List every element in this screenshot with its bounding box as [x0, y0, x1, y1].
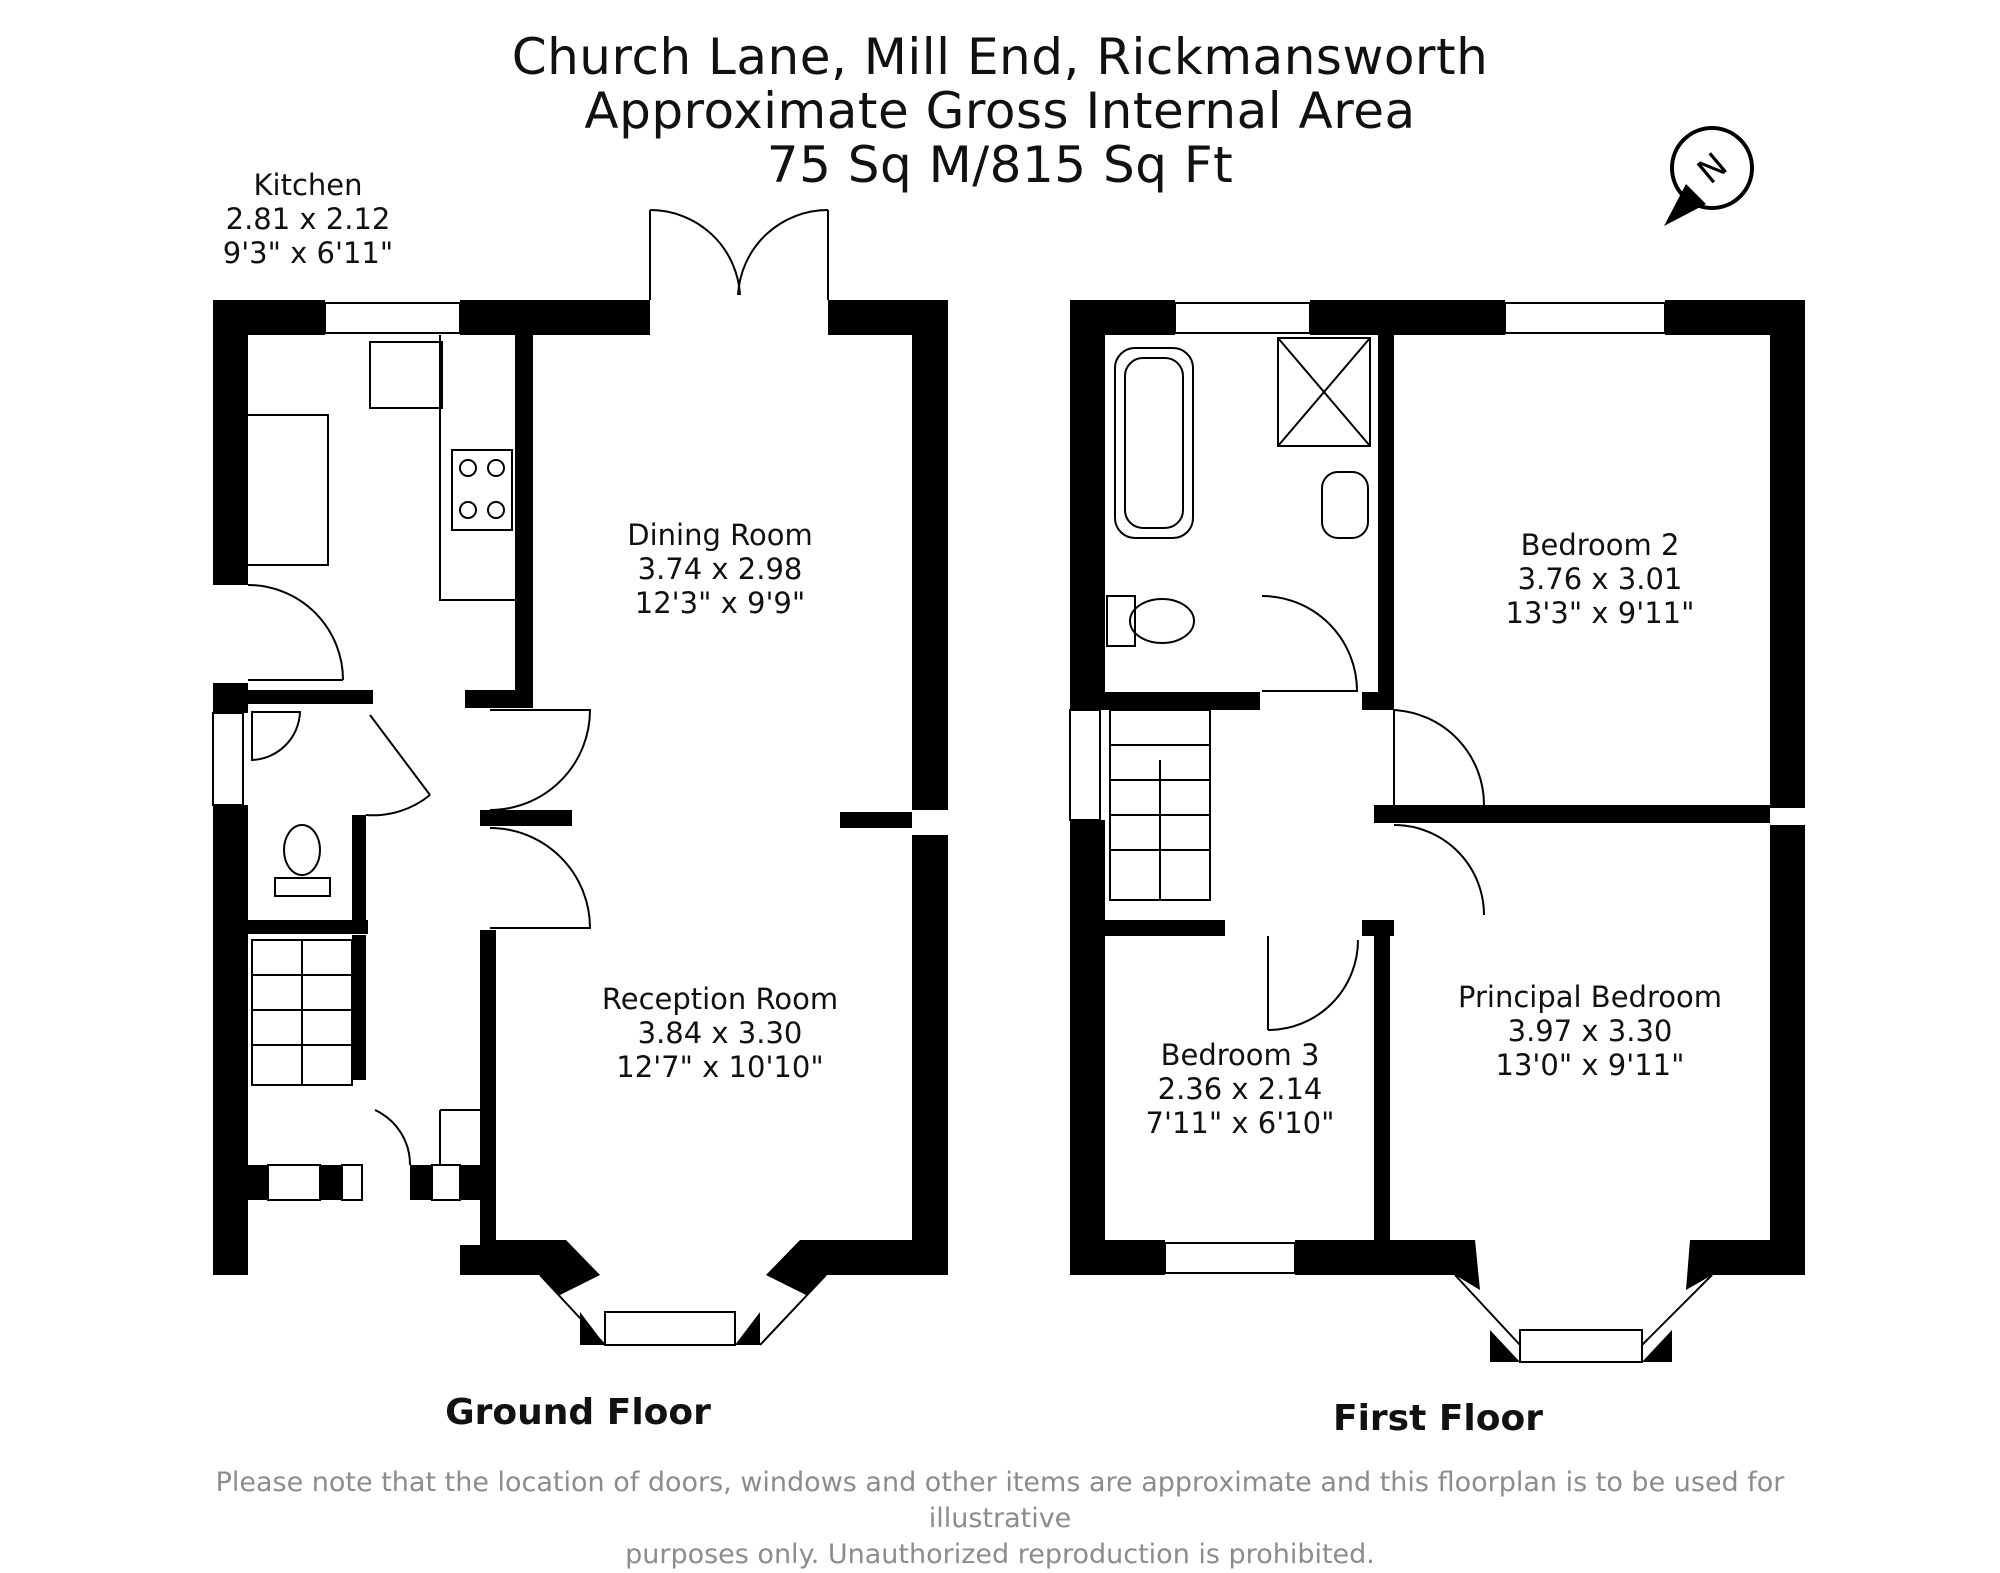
- room-name: Dining Room: [627, 518, 813, 552]
- room-metric: 3.97 x 3.30: [1507, 1014, 1673, 1048]
- room-imperial: 9'3" x 6'11": [222, 236, 394, 270]
- address-title: Church Lane, Mill End, Rickmansworth: [511, 28, 1489, 86]
- room-imperial: 12'3" x 9'9": [634, 586, 806, 620]
- room-metric: 3.84 x 3.30: [637, 1016, 803, 1050]
- north-arrow-icon: N: [1664, 126, 1754, 226]
- ground-floor-walls: [213, 300, 948, 1345]
- room-label-kitchen: Kitchen 2.81 x 2.12 9'3" x 6'11": [148, 168, 468, 270]
- disclaimer-line-1: Please note that the location of doors, …: [215, 1467, 1785, 1534]
- room-name: Kitchen: [253, 168, 363, 202]
- room-imperial: 7'11" x 6'10": [1145, 1106, 1335, 1140]
- room-imperial: 13'3" x 9'11": [1505, 596, 1695, 630]
- area-subtitle: Approximate Gross Internal Area: [584, 82, 1416, 140]
- first-floor-walls: [1070, 300, 1805, 1362]
- room-metric: 3.76 x 3.01: [1517, 562, 1683, 596]
- room-name: Bedroom 2: [1520, 528, 1680, 562]
- first-floor-details: [1069, 302, 1713, 1363]
- disclaimer: Please note that the location of doors, …: [150, 1465, 1850, 1573]
- area-value: 75 Sq M/815 Sq Ft: [766, 136, 1234, 194]
- room-label-reception: Reception Room 3.84 x 3.30 12'7" x 10'10…: [560, 982, 880, 1084]
- room-metric: 3.74 x 2.98: [637, 552, 803, 586]
- room-imperial: 13'0" x 9'11": [1495, 1048, 1685, 1082]
- room-metric: 2.36 x 2.14: [1157, 1072, 1323, 1106]
- room-name: Bedroom 3: [1160, 1038, 1320, 1072]
- room-imperial: 12'7" x 10'10": [616, 1050, 824, 1084]
- disclaimer-line-2: purposes only. Unauthorized reproduction…: [625, 1539, 1375, 1570]
- ground-floor-details: [212, 208, 829, 1346]
- room-label-dining: Dining Room 3.74 x 2.98 12'3" x 9'9": [560, 518, 880, 620]
- room-name: Principal Bedroom: [1458, 980, 1722, 1014]
- room-name: Reception Room: [601, 982, 839, 1016]
- room-metric: 2.81 x 2.12: [225, 202, 391, 236]
- room-label-bedroom-2: Bedroom 2 3.76 x 3.01 13'3" x 9'11": [1440, 528, 1760, 630]
- floor-label-first: First Floor: [1332, 1398, 1543, 1439]
- room-label-principal-bedroom: Principal Bedroom 3.97 x 3.30 13'0" x 9'…: [1430, 980, 1750, 1082]
- floor-label-ground: Ground Floor: [445, 1392, 711, 1433]
- room-label-bedroom-3: Bedroom 3 2.36 x 2.14 7'11" x 6'10": [1080, 1038, 1400, 1140]
